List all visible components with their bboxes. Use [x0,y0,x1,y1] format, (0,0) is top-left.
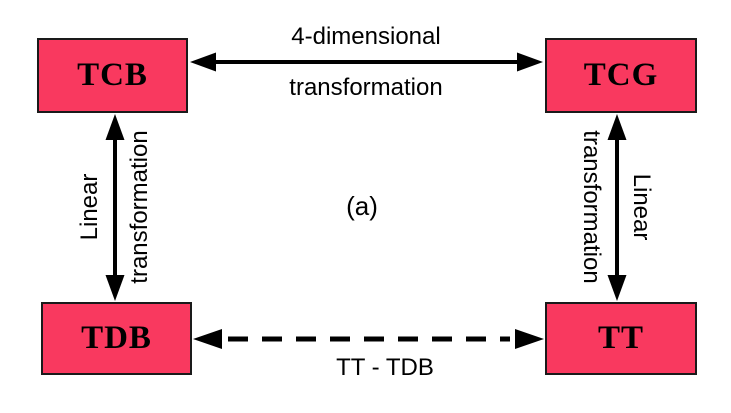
arrow-tcb-tcg [190,52,543,72]
arrowhead-down [607,275,627,301]
node-tt-label: TT [597,320,645,356]
edge-label-right-linear: Linear [628,173,655,241]
node-tdb: TDB [41,302,192,375]
node-tdb-label: TDB [81,320,152,356]
edge-label-right-transformation: transformation [578,130,605,284]
subfigure-caption: (a) [346,191,378,221]
node-tcb-label: TCB [77,57,148,93]
arrowhead-left [190,52,216,72]
edge-label-left-linear: Linear [76,173,103,241]
arrowhead-up [607,114,627,140]
arrowhead-left [193,329,222,349]
arrow-tcg-tt [607,114,627,301]
arrowhead-right [517,52,543,72]
edge-label-tt-tdb: TT - TDB [336,354,434,381]
edge-label-left-transformation: transformation [126,130,153,284]
node-tcg: TCG [545,38,697,113]
node-tt: TT [545,302,697,375]
arrowhead-down [105,275,125,301]
node-tcb: TCB [37,38,188,113]
node-tcg-label: TCG [583,57,659,93]
edge-label-top-line1: 4-dimensional [291,23,441,50]
arrowhead-up [105,114,125,140]
arrowhead-right [515,329,544,349]
arrow-tdb-tt [193,329,544,349]
edge-label-top-line2: transformation [289,74,443,101]
arrow-tcb-tdb [105,114,125,301]
